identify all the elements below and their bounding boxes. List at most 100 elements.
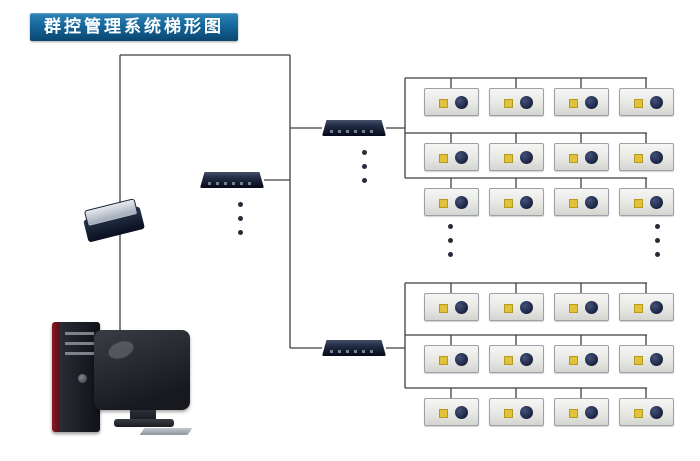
module-knob <box>650 353 663 366</box>
module-led <box>504 154 513 163</box>
ellipsis-dot <box>655 238 660 243</box>
controller-module <box>619 398 674 426</box>
controller-module <box>489 293 544 321</box>
switch-3 <box>322 340 386 356</box>
module-led <box>504 99 513 108</box>
module-knob <box>585 353 598 366</box>
controller-module <box>619 143 674 171</box>
controller-module <box>554 88 609 116</box>
module-led <box>569 304 578 313</box>
module-knob <box>455 151 468 164</box>
controller-module <box>554 143 609 171</box>
controller-module <box>554 293 609 321</box>
wire-lower-distribution <box>386 282 647 398</box>
module-knob <box>585 301 598 314</box>
controller-module <box>424 293 479 321</box>
ellipsis-dot <box>448 252 453 257</box>
module-led <box>439 99 448 108</box>
module-knob <box>455 196 468 209</box>
module-knob <box>455 353 468 366</box>
ellipsis-dot <box>238 216 243 221</box>
ellipsis-dots <box>362 150 367 183</box>
module-knob <box>650 196 663 209</box>
module-knob <box>520 353 533 366</box>
module-knob <box>650 151 663 164</box>
module-led <box>504 304 513 313</box>
module-knob <box>520 151 533 164</box>
module-led <box>634 99 643 108</box>
controller-module <box>619 88 674 116</box>
drive-bays <box>65 332 94 360</box>
computer-monitor <box>94 330 190 410</box>
controller-module <box>489 345 544 373</box>
ellipsis-dot <box>655 224 660 229</box>
switch-2 <box>322 120 386 136</box>
ellipsis-dot <box>448 224 453 229</box>
module-led <box>439 409 448 418</box>
module-led <box>569 99 578 108</box>
controller-module <box>489 88 544 116</box>
module-knob <box>585 96 598 109</box>
controller-module <box>424 398 479 426</box>
module-knob <box>650 96 663 109</box>
ellipsis-dots <box>655 224 660 257</box>
controller-module <box>424 188 479 216</box>
switch-1 <box>200 172 264 188</box>
module-led <box>569 199 578 208</box>
module-knob <box>455 96 468 109</box>
controller-module <box>554 345 609 373</box>
controller-module <box>424 88 479 116</box>
module-led <box>439 304 448 313</box>
ellipsis-dot <box>655 252 660 257</box>
monitor-base <box>114 419 174 427</box>
module-knob <box>520 406 533 419</box>
module-led <box>634 356 643 365</box>
controller-module <box>424 143 479 171</box>
module-knob <box>585 196 598 209</box>
controller-module <box>489 398 544 426</box>
title-banner: 群控管理系统梯形图 <box>30 13 238 41</box>
computer-tower <box>52 322 100 432</box>
module-led <box>439 356 448 365</box>
power-button <box>78 374 87 383</box>
controller-module <box>489 143 544 171</box>
controller-module <box>554 398 609 426</box>
ellipsis-dot <box>448 238 453 243</box>
module-knob <box>520 301 533 314</box>
module-knob <box>650 301 663 314</box>
module-knob <box>455 406 468 419</box>
module-led <box>504 199 513 208</box>
controller-module <box>619 188 674 216</box>
ellipsis-dot <box>362 164 367 169</box>
module-knob <box>520 196 533 209</box>
module-led <box>439 154 448 163</box>
wire-upper-distribution <box>386 77 647 188</box>
module-knob <box>455 301 468 314</box>
controller-module <box>489 188 544 216</box>
module-led <box>634 154 643 163</box>
module-led <box>504 356 513 365</box>
ellipsis-dots <box>238 202 243 235</box>
controller-module <box>554 188 609 216</box>
module-led <box>634 304 643 313</box>
ellipsis-dot <box>238 230 243 235</box>
module-knob <box>650 406 663 419</box>
module-led <box>569 409 578 418</box>
controller-module <box>619 345 674 373</box>
module-knob <box>585 406 598 419</box>
ellipsis-dot <box>362 178 367 183</box>
wire-left-tree <box>119 54 322 349</box>
module-led <box>439 199 448 208</box>
page-title: 群控管理系统梯形图 <box>44 17 224 37</box>
module-led <box>634 199 643 208</box>
module-led <box>569 356 578 365</box>
keyboard <box>139 428 193 435</box>
module-led <box>504 409 513 418</box>
controller-module <box>424 345 479 373</box>
ellipsis-dot <box>362 150 367 155</box>
management-computer <box>46 316 198 438</box>
module-led <box>634 409 643 418</box>
controller-module <box>619 293 674 321</box>
